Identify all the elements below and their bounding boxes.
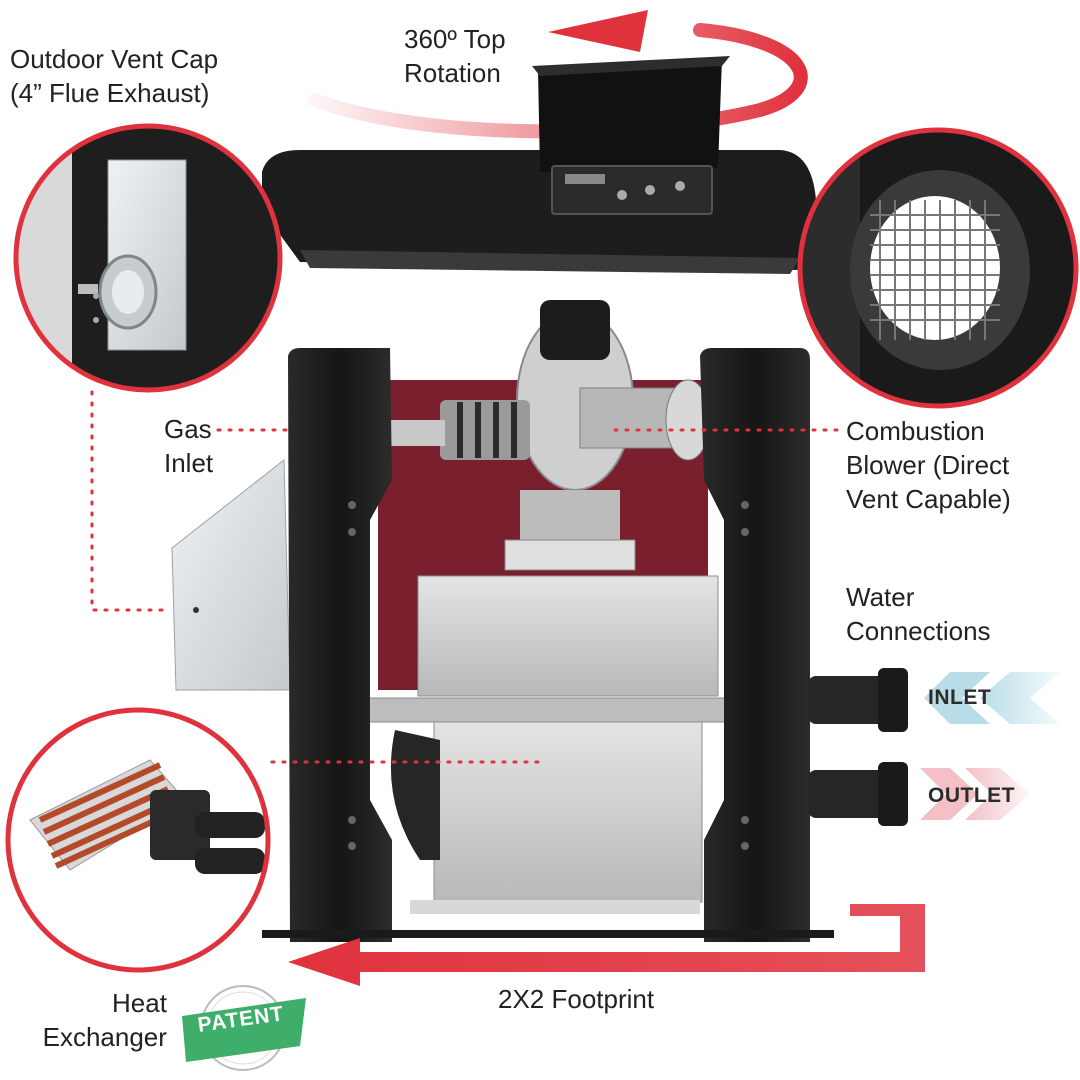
- air-intake-detail: [797, 127, 1079, 409]
- patent-seal: PATENT: [178, 986, 308, 1064]
- footprint-label: 2X2 Footprint: [498, 984, 655, 1014]
- burner-housing: [361, 575, 745, 914]
- patent-seal-word: PATENT: [196, 1002, 286, 1037]
- callout-lines: [90, 390, 840, 764]
- top-rotation-label: 360º Top Rotation: [404, 24, 506, 88]
- water-outlet-pipe: [808, 762, 908, 826]
- combustion-blower-label: Combustion Blower (Direct Vent Capable): [846, 416, 1011, 514]
- patent-seal-icon: [182, 985, 306, 1071]
- top-cover: [262, 56, 816, 274]
- combustion-blower: [390, 300, 711, 571]
- inlet-chevron-icon: [924, 672, 1060, 724]
- footprint-arrow-icon: [288, 904, 925, 986]
- vent-cap-label: Outdoor Vent Cap (4” Flue Exhaust): [10, 44, 219, 108]
- inlet-tag: INLET: [928, 686, 992, 709]
- gas-inlet-label: Gas Inlet: [164, 414, 214, 478]
- water-inlet-pipe: [808, 668, 908, 732]
- rotation-arrow-icon: [308, 10, 808, 139]
- gas-valve-box: [171, 458, 291, 691]
- water-connections-label: Water Connections: [846, 582, 991, 646]
- vent-cap-detail: [13, 123, 283, 393]
- cabinet-frame: [262, 348, 834, 942]
- heat-exchanger-detail: [5, 707, 271, 973]
- heat-exchanger-label: Heat Exchanger: [42, 988, 167, 1052]
- outlet-chevron-icon: [920, 768, 1030, 820]
- outlet-tag: OUTLET: [928, 784, 1015, 807]
